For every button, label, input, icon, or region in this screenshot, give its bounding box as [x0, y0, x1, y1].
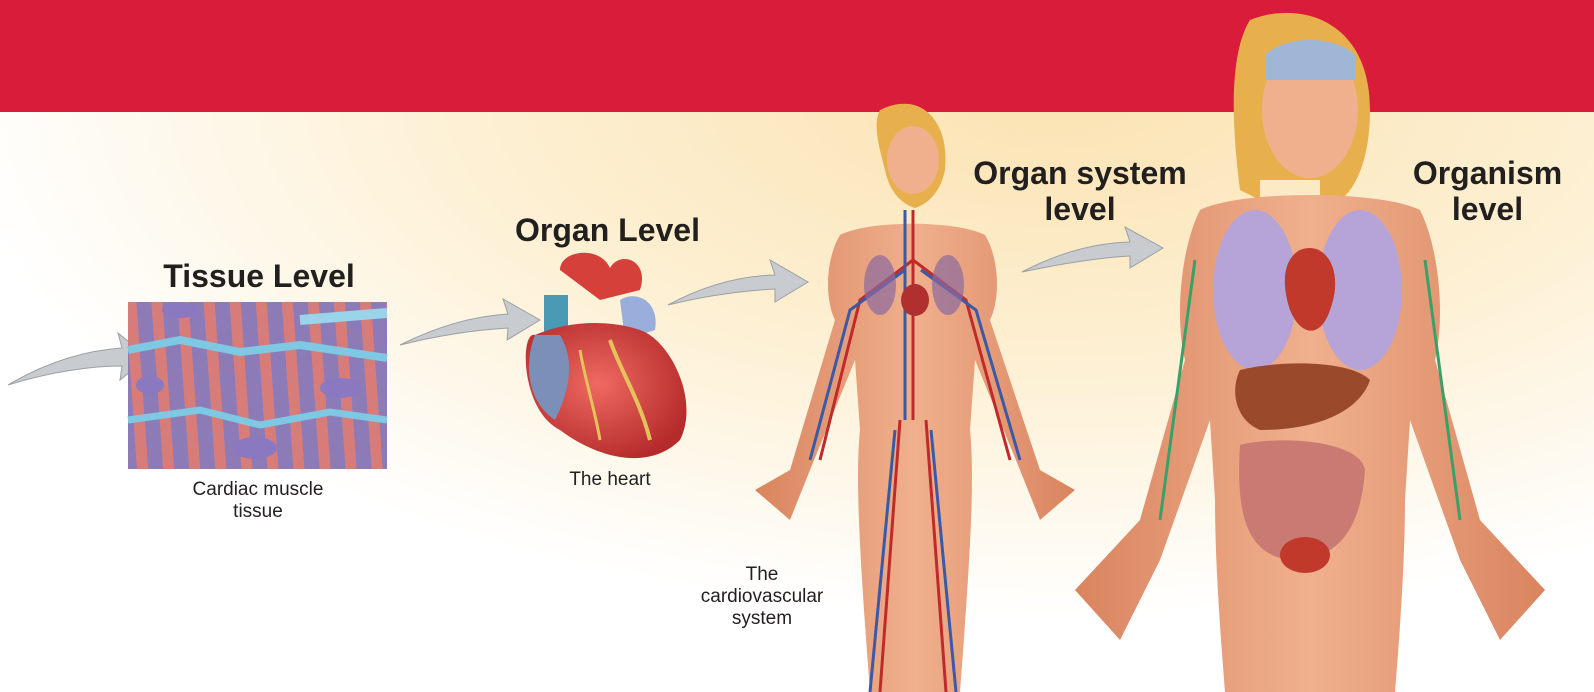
organ-system-title-line1: Organ system — [960, 155, 1200, 191]
arrow-4 — [1022, 227, 1163, 272]
arrow-2 — [400, 299, 540, 345]
cardiac-muscle-tissue-image — [128, 302, 387, 469]
cardiovascular-caption: The cardiovascular system — [680, 564, 844, 630]
organism-level-title: Organism level — [1400, 155, 1575, 227]
organism-figure-image — [1075, 13, 1545, 692]
tissue-caption-line1: Cardiac muscle — [158, 479, 358, 501]
organism-title-line1: Organism — [1400, 155, 1575, 191]
tissue-caption-line2: tissue — [158, 501, 358, 523]
organism-title-line2: level — [1400, 191, 1575, 227]
heart-caption: The heart — [540, 469, 680, 491]
arrow-1 — [8, 333, 148, 385]
organ-system-title-line2: level — [960, 191, 1200, 227]
arrow-3 — [668, 260, 808, 305]
cardiovascular-caption-line1: The — [680, 564, 844, 586]
tissue-level-title: Tissue Level — [150, 258, 368, 294]
tissue-caption: Cardiac muscle tissue — [158, 479, 358, 523]
cardiovascular-caption-line2: cardiovascular — [680, 586, 844, 608]
organ-system-level-title: Organ system level — [960, 155, 1200, 227]
heart-image — [526, 253, 687, 458]
organ-level-title: Organ Level — [500, 212, 715, 248]
cardiovascular-caption-line3: system — [680, 608, 844, 630]
